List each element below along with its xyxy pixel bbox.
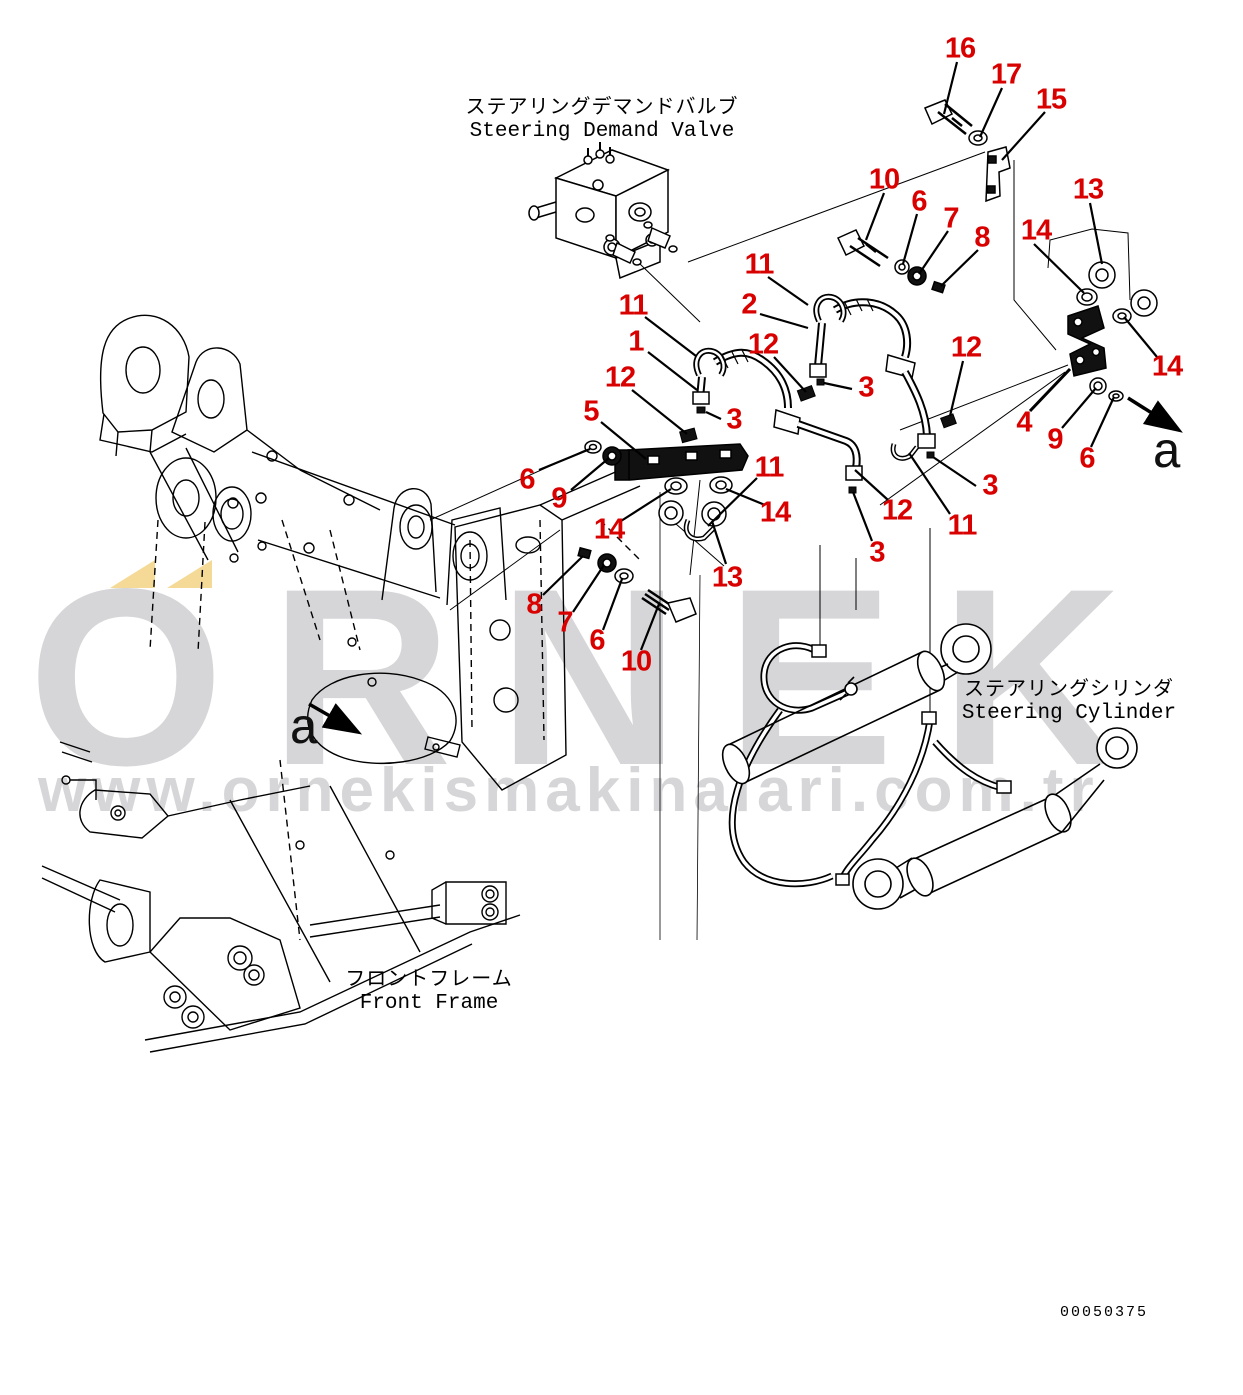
callout-number: 11 xyxy=(744,248,775,281)
valve-label-jp: ステアリングデマンドバルブ xyxy=(465,97,739,120)
callout-number: 10 xyxy=(868,163,900,196)
front-frame-drawing xyxy=(41,314,641,1053)
callout-number: 6 xyxy=(1079,442,1095,475)
callout-number: 8 xyxy=(974,221,990,254)
steering-demand-valve-drawing xyxy=(528,142,678,280)
steering-cylinder-drawing xyxy=(721,623,1138,910)
callout-number: 11 xyxy=(947,509,978,542)
cylinder-label-jp: ステアリングシリンダ xyxy=(964,679,1174,702)
callout-number: 13 xyxy=(711,561,743,594)
callout-number: 12 xyxy=(950,331,982,364)
frame-label: フロントフレーム Front Frame xyxy=(345,962,512,1015)
callout-number: 15 xyxy=(1035,83,1067,116)
callout-number: 5 xyxy=(583,395,599,428)
cylinder-label-en: Steering Cylinder xyxy=(961,702,1177,725)
steering-piping-drawing xyxy=(679,293,1012,888)
frame-label-en: Front Frame xyxy=(359,992,499,1015)
callout-number: 14 xyxy=(759,496,791,529)
callout-number: 8 xyxy=(526,588,542,621)
reference-lines xyxy=(429,151,1131,941)
callout-number: 6 xyxy=(519,463,535,496)
callout-number: 14 xyxy=(1151,350,1183,383)
watermark-yellow-swoosh xyxy=(167,560,212,588)
drawing-number: 00050375 xyxy=(1060,1304,1149,1321)
callout-number: 12 xyxy=(881,494,913,527)
callout-number: 14 xyxy=(593,513,625,546)
valve-label: ステアリングデマンドバルブ Steering Demand Valve xyxy=(466,90,739,143)
callout-number: 3 xyxy=(869,536,885,569)
callout-number: 14 xyxy=(1020,214,1052,247)
callout-number: 10 xyxy=(620,645,652,678)
valve-label-en: Steering Demand Valve xyxy=(469,120,735,143)
callout-number: 11 xyxy=(754,451,785,484)
view-arrows xyxy=(308,396,1183,735)
callout-number: 1 xyxy=(628,325,644,358)
callout-number: 11 xyxy=(618,289,649,322)
callout-number: 6 xyxy=(589,624,605,657)
callout-number: 17 xyxy=(990,58,1022,91)
callout-number: 9 xyxy=(551,482,567,515)
callout-number: 9 xyxy=(1047,423,1063,456)
callout-number: 16 xyxy=(944,32,976,65)
cylinder-label: ステアリングシリンダ Steering Cylinder xyxy=(962,672,1176,725)
callout-number: 3 xyxy=(982,469,998,502)
callout-number: 12 xyxy=(747,328,779,361)
callout-number: 4 xyxy=(1016,406,1032,439)
callout-number: 7 xyxy=(557,606,573,639)
view-arrow-label: a xyxy=(1151,426,1183,483)
callout-leader-lines xyxy=(538,61,1158,651)
view-arrow-label: a xyxy=(288,702,320,759)
callout-number: 2 xyxy=(741,288,757,321)
callout-number: 3 xyxy=(726,403,742,436)
hardware-drawing xyxy=(577,99,1158,623)
callout-number: 7 xyxy=(943,202,959,235)
callout-number: 6 xyxy=(911,185,927,218)
watermark-yellow-swoosh xyxy=(110,560,155,588)
frame-label-jp: フロントフレーム xyxy=(345,969,513,992)
callout-number: 12 xyxy=(604,361,636,394)
callout-number: 3 xyxy=(858,371,874,404)
callout-number: 13 xyxy=(1072,173,1104,206)
